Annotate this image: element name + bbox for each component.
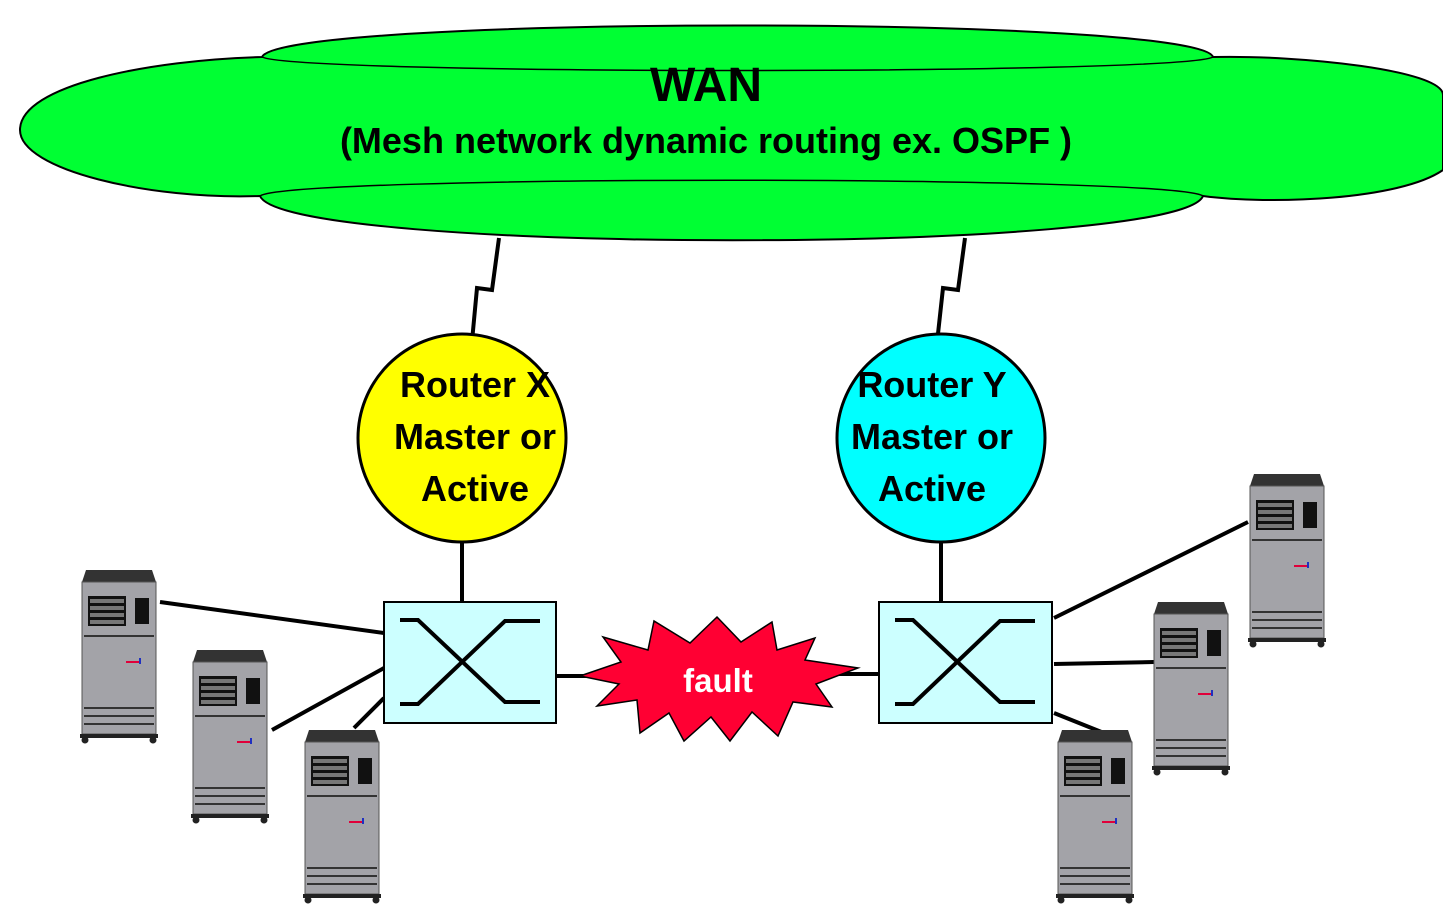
wan-link-y bbox=[934, 237, 967, 353]
switch-cross-icon bbox=[400, 618, 540, 706]
router-x-state: Active bbox=[421, 468, 529, 509]
router-y-state: Active bbox=[878, 468, 986, 509]
server-tower-icon bbox=[79, 569, 159, 745]
router-x-circle bbox=[356, 332, 568, 544]
router-y-role: Master or bbox=[851, 416, 1013, 457]
router-x: Router X Master or Active bbox=[356, 332, 568, 544]
router-x-label: Router X bbox=[400, 364, 550, 405]
wan-link-x bbox=[469, 237, 501, 353]
router-y-circle bbox=[835, 332, 1047, 544]
server-link bbox=[352, 696, 386, 730]
fault-burst-shape bbox=[577, 615, 861, 743]
fault-burst: fault bbox=[577, 615, 861, 743]
switch-cross-icon bbox=[895, 618, 1035, 706]
server-tower-icon bbox=[190, 649, 270, 825]
wan-title: WAN bbox=[650, 59, 762, 112]
switch-x bbox=[383, 601, 557, 724]
router-x-role: Master or bbox=[394, 416, 556, 457]
server-link bbox=[271, 666, 385, 732]
wan-subtitle: (Mesh network dynamic routing ex. OSPF ) bbox=[340, 120, 1072, 161]
server-link bbox=[1053, 711, 1105, 735]
server-tower-icon bbox=[1055, 729, 1135, 905]
router-y: Router Y Master or Active bbox=[835, 332, 1047, 544]
router-y-label: Router Y bbox=[857, 364, 1006, 405]
fault-label: fault bbox=[683, 662, 753, 699]
server-tower-icon bbox=[302, 729, 382, 905]
server-tower-icon bbox=[1247, 473, 1327, 649]
server-link bbox=[159, 600, 385, 635]
wan-cloud: WAN (Mesh network dynamic routing ex. OS… bbox=[18, 24, 1443, 242]
server-link bbox=[1053, 520, 1249, 620]
server-link bbox=[1053, 660, 1155, 666]
server-tower-icon bbox=[1151, 601, 1231, 777]
wan-cloud-shape bbox=[18, 24, 1443, 242]
switch-y bbox=[878, 601, 1053, 724]
